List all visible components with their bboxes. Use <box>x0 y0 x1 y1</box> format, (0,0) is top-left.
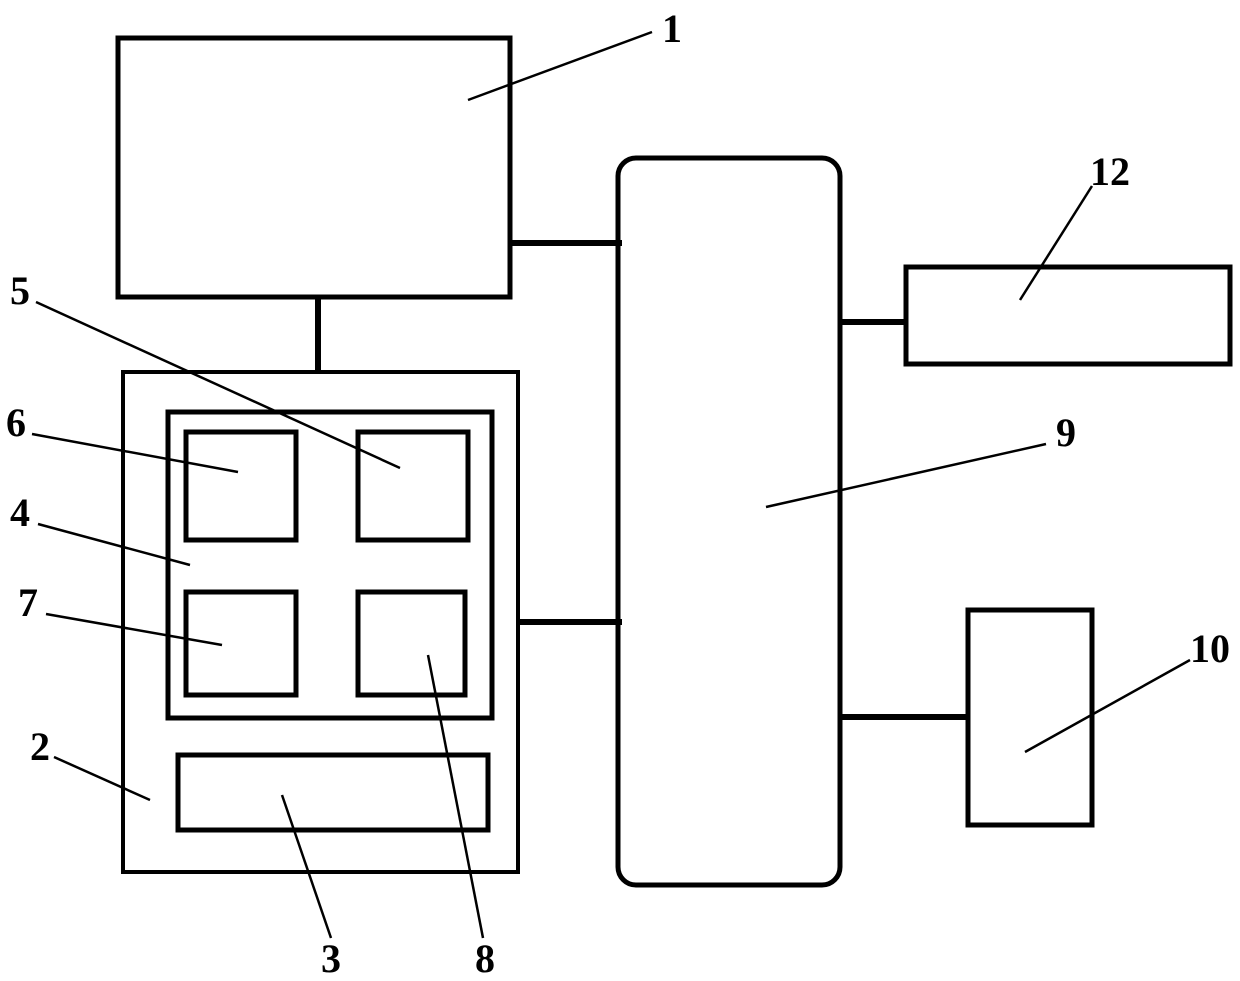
label-9: 9 <box>1056 410 1076 455</box>
leader-line-6 <box>31 432 239 474</box>
leader-line-1 <box>467 30 653 102</box>
box-5 <box>355 429 471 543</box>
label-12: 12 <box>1090 149 1130 194</box>
box-6 <box>183 429 299 543</box>
box-1 <box>115 35 513 300</box>
label-8: 8 <box>475 936 495 981</box>
box-8 <box>355 589 468 698</box>
box-7 <box>183 589 299 698</box>
leader-line-2 <box>53 755 151 802</box>
label-1: 1 <box>662 6 682 51</box>
label-6: 6 <box>6 400 26 445</box>
label-10: 10 <box>1190 626 1230 671</box>
leader-line-9 <box>765 442 1047 509</box>
box-3 <box>175 752 491 833</box>
leader-line-10 <box>1024 658 1191 754</box>
leader-line-7 <box>45 612 223 647</box>
label-5: 5 <box>10 268 30 313</box>
label-7: 7 <box>18 580 38 625</box>
box-12 <box>903 264 1233 367</box>
leader-line-5 <box>35 300 401 470</box>
leader-line-8 <box>426 654 485 939</box>
label-4: 4 <box>10 490 30 535</box>
box-4 <box>165 409 495 721</box>
label-3: 3 <box>321 936 341 981</box>
leader-line-3 <box>280 794 333 939</box>
box-10 <box>965 607 1095 828</box>
box-2 <box>121 370 520 874</box>
label-2: 2 <box>30 724 50 769</box>
leader-line-4 <box>37 522 191 567</box>
leader-line-12 <box>1018 185 1094 301</box>
box-9 <box>615 155 843 888</box>
